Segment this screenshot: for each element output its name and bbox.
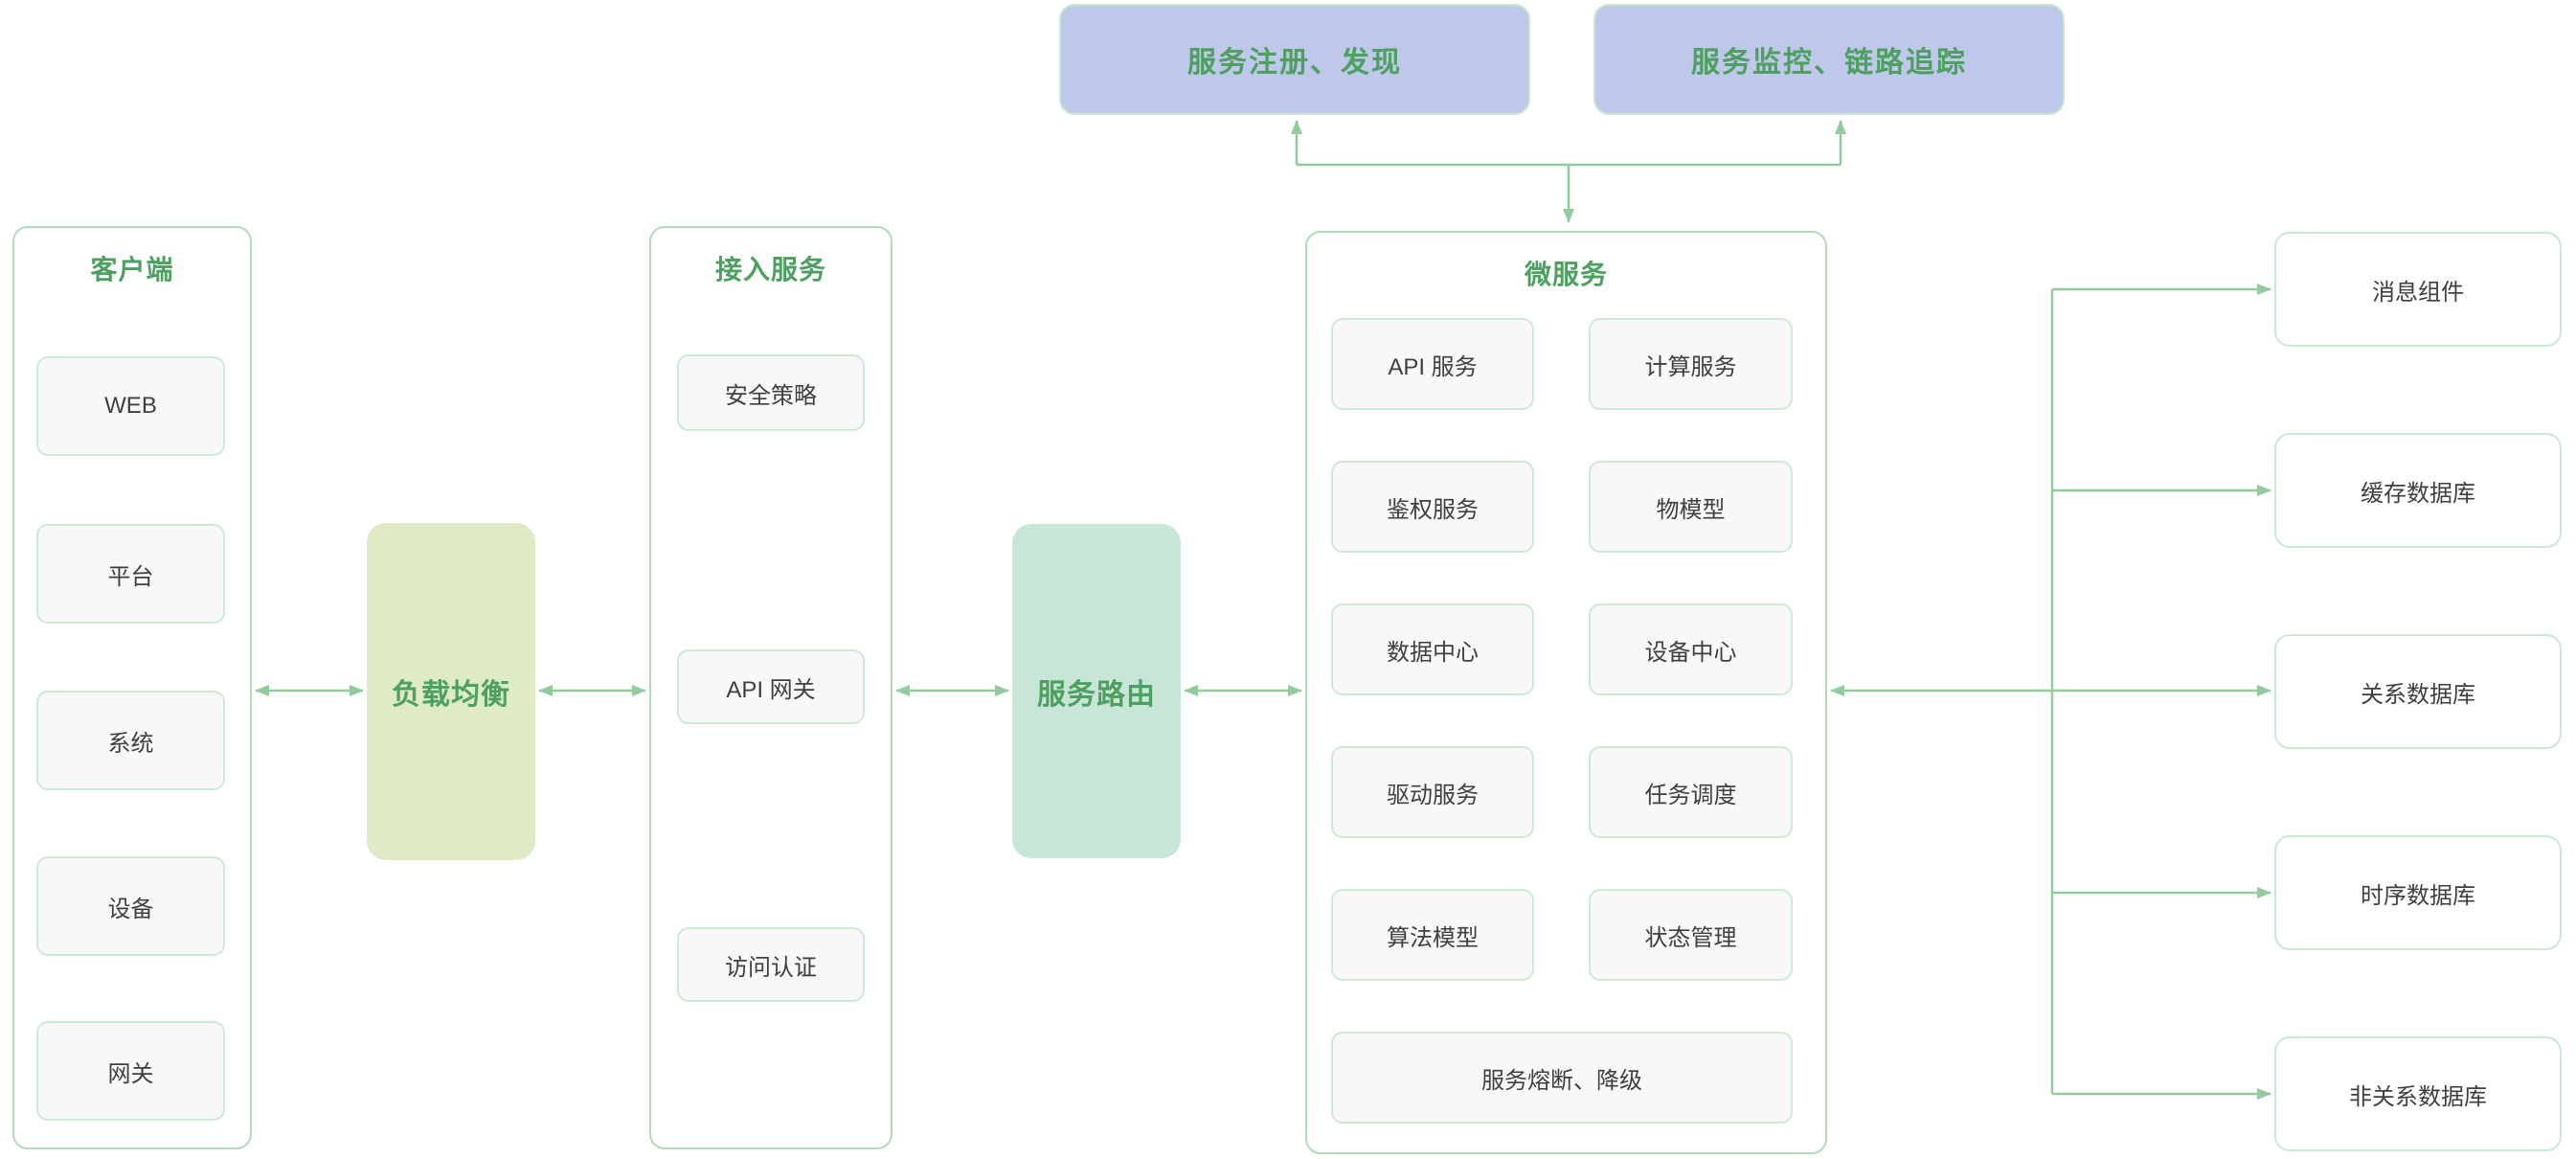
client-item-web[interactable]: WEB [36,356,225,456]
datastore-timeseries-db-label: 时序数据库 [2361,882,2475,909]
client-item-gateway-label: 网关 [107,1060,154,1087]
micro-item-thing-model[interactable]: 物模型 [1589,461,1793,553]
client-item-platform[interactable]: 平台 [36,524,225,624]
micro-item-auth-service[interactable]: 鉴权服务 [1331,461,1534,553]
access-item-access-auth[interactable]: 访问认证 [677,927,865,1002]
micro-item-circuit-breaker-downgrade-label: 服务熔断、降级 [1481,1067,1642,1094]
micro-item-compute-service[interactable]: 计算服务 [1589,318,1793,410]
access-item-api-gateway[interactable]: API 网关 [677,649,865,724]
service-registry-discovery-label: 服务注册、发现 [1187,47,1402,79]
datastore-message-component-label: 消息组件 [2372,279,2464,306]
datastore-relational-db-label: 关系数据库 [2361,681,2475,708]
service-router-label: 服务路由 [1037,678,1156,711]
micro-item-state-management-label: 状态管理 [1644,924,1737,951]
client-item-gateway[interactable]: 网关 [36,1021,225,1121]
micro-item-data-center[interactable]: 数据中心 [1331,603,1534,695]
load-balancer-box[interactable]: 负载均衡 [367,523,535,860]
micro-item-api-service[interactable]: API 服务 [1331,318,1534,410]
micro-item-driver-service[interactable]: 驱动服务 [1331,746,1534,838]
micro-item-device-center-label: 设备中心 [1644,639,1737,666]
client-item-device-label: 设备 [107,896,154,922]
access-item-api-gateway-label: API 网关 [726,676,816,703]
datastore-relational-db[interactable]: 关系数据库 [2274,634,2562,749]
micro-item-driver-service-label: 驱动服务 [1387,782,1479,808]
service-registry-discovery-box[interactable]: 服务注册、发现 [1059,4,1530,115]
micro-item-state-management[interactable]: 状态管理 [1589,889,1793,981]
micro-item-thing-model-label: 物模型 [1656,496,1726,523]
micro-item-task-scheduler-label: 任务调度 [1644,782,1737,808]
load-balancer-label: 负载均衡 [392,679,510,711]
datastore-cache-db-label: 缓存数据库 [2361,480,2475,507]
micro-item-auth-service-label: 鉴权服务 [1387,496,1479,523]
service-monitor-tracing-label: 服务监控、链路追踪 [1691,47,1967,79]
client-item-web-label: WEB [104,393,157,419]
datastore-nosql-db[interactable]: 非关系数据库 [2274,1036,2562,1151]
client-panel-title: 客户端 [90,255,174,284]
micro-item-algorithm-model-label: 算法模型 [1387,924,1479,951]
micro-item-compute-service-label: 计算服务 [1644,353,1737,380]
datastore-cache-db[interactable]: 缓存数据库 [2274,433,2562,548]
access-item-security-policy-label: 安全策略 [725,382,817,409]
service-router-box[interactable]: 服务路由 [1012,524,1181,858]
service-monitor-tracing-box[interactable]: 服务监控、链路追踪 [1593,4,2065,115]
access-service-panel-title: 接入服务 [714,255,826,284]
microservices-panel-title: 微服务 [1524,260,1608,289]
access-item-security-policy[interactable]: 安全策略 [677,354,865,431]
client-item-device[interactable]: 设备 [36,856,225,956]
datastore-message-component[interactable]: 消息组件 [2274,232,2562,347]
client-item-system-label: 系统 [107,730,154,757]
micro-item-task-scheduler[interactable]: 任务调度 [1589,746,1793,838]
micro-item-device-center[interactable]: 设备中心 [1589,603,1793,695]
micro-item-circuit-breaker-downgrade[interactable]: 服务熔断、降级 [1331,1032,1793,1124]
client-item-system[interactable]: 系统 [36,691,225,790]
micro-item-algorithm-model[interactable]: 算法模型 [1331,889,1534,981]
micro-item-api-service-label: API 服务 [1388,353,1478,380]
client-item-platform-label: 平台 [107,563,154,590]
access-item-access-auth-label: 访问认证 [725,954,817,981]
micro-item-data-center-label: 数据中心 [1387,639,1479,666]
datastore-timeseries-db[interactable]: 时序数据库 [2274,835,2562,950]
datastore-nosql-db-label: 非关系数据库 [2349,1083,2487,1110]
